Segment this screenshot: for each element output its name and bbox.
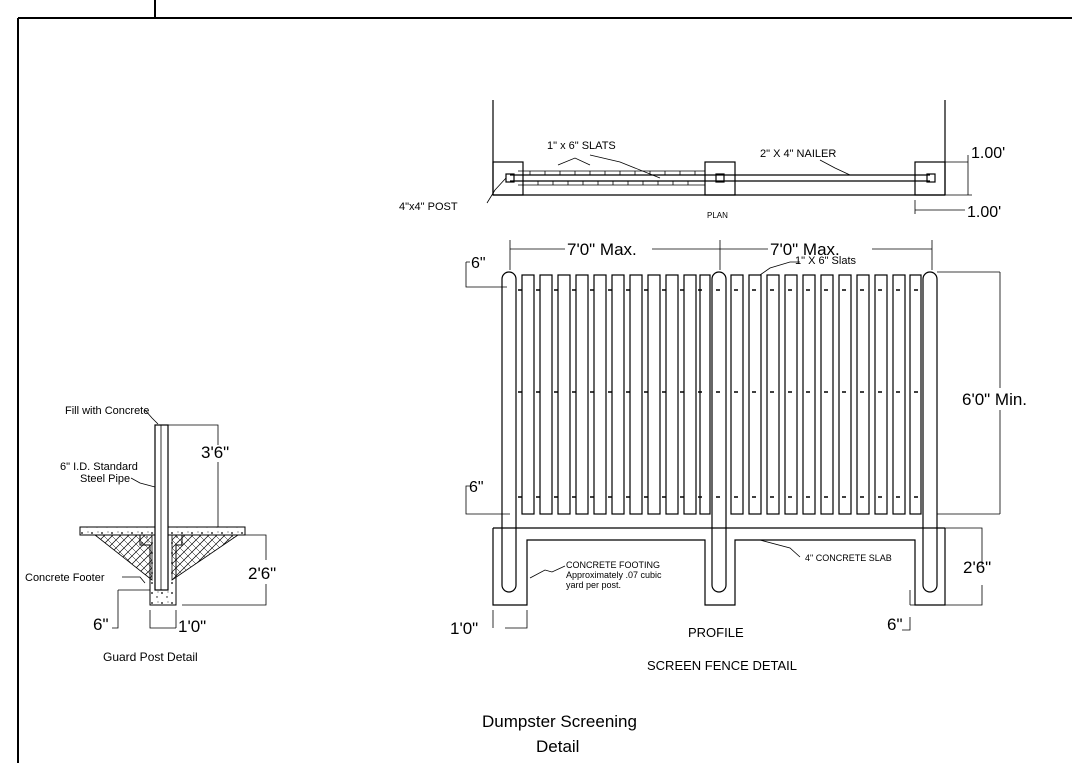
- plan-caption: PLAN: [707, 211, 728, 220]
- guard-height-dim: 3'6": [201, 443, 229, 462]
- guard-caption: Guard Post Detail: [103, 650, 198, 664]
- profile-depth-dim: 2'6": [963, 558, 991, 577]
- profile-footing-label-1: CONCRETE FOOTING: [566, 560, 660, 570]
- sheet-title-line-1: Dumpster Screening: [482, 712, 637, 731]
- profile-view: [465, 240, 1001, 631]
- profile-caption: PROFILE: [688, 625, 744, 640]
- guard-post-detail: [79, 409, 267, 629]
- profile-footing-label-3: yard per post.: [566, 580, 621, 590]
- guard-footer-label: Concrete Footer: [25, 572, 105, 584]
- profile-slab-label: 4" CONCRETE SLAB: [805, 553, 892, 563]
- plan-nailer-label: 2" X 4" NAILER: [760, 148, 836, 160]
- profile-bottom-gap: 6": [469, 479, 484, 496]
- guard-pipe-label-2: Steel Pipe: [80, 473, 130, 485]
- guard-fill-label: Fill with Concrete: [65, 405, 149, 417]
- guard-footer-width: 1'0": [178, 617, 206, 636]
- plan-view: [486, 100, 972, 214]
- plan-post-label: 4"x4" POST: [399, 201, 458, 213]
- profile-height-dim: 6'0" Min.: [962, 390, 1027, 409]
- profile-top-gap: 6": [471, 255, 486, 272]
- guard-pipe-label-1: 6" I.D. Standard: [60, 461, 138, 473]
- profile-span-right: 7'0" Max.: [770, 240, 840, 259]
- profile-slats-label: 1" X 6" Slats: [795, 255, 857, 267]
- profile-footing-width: 1'0": [450, 619, 478, 638]
- sheet-border: [17, 0, 1072, 763]
- profile-detail-caption: SCREEN FENCE DETAIL: [647, 658, 797, 673]
- sheet-title-line-2: Detail: [536, 737, 579, 756]
- profile-span-left: 7'0" Max.: [567, 240, 637, 259]
- profile-footing-label-2: Approximately .07 cubic: [566, 570, 662, 580]
- guard-pipe-dim: 6": [93, 615, 109, 634]
- guard-depth-dim: 2'6": [248, 564, 276, 583]
- plan-dim-top: 1.00': [971, 145, 1005, 162]
- plan-dim-side: 1.00': [967, 204, 1001, 221]
- plan-slats-label: 1" x 6" SLATS: [547, 140, 616, 152]
- profile-post-width: 6": [887, 615, 903, 634]
